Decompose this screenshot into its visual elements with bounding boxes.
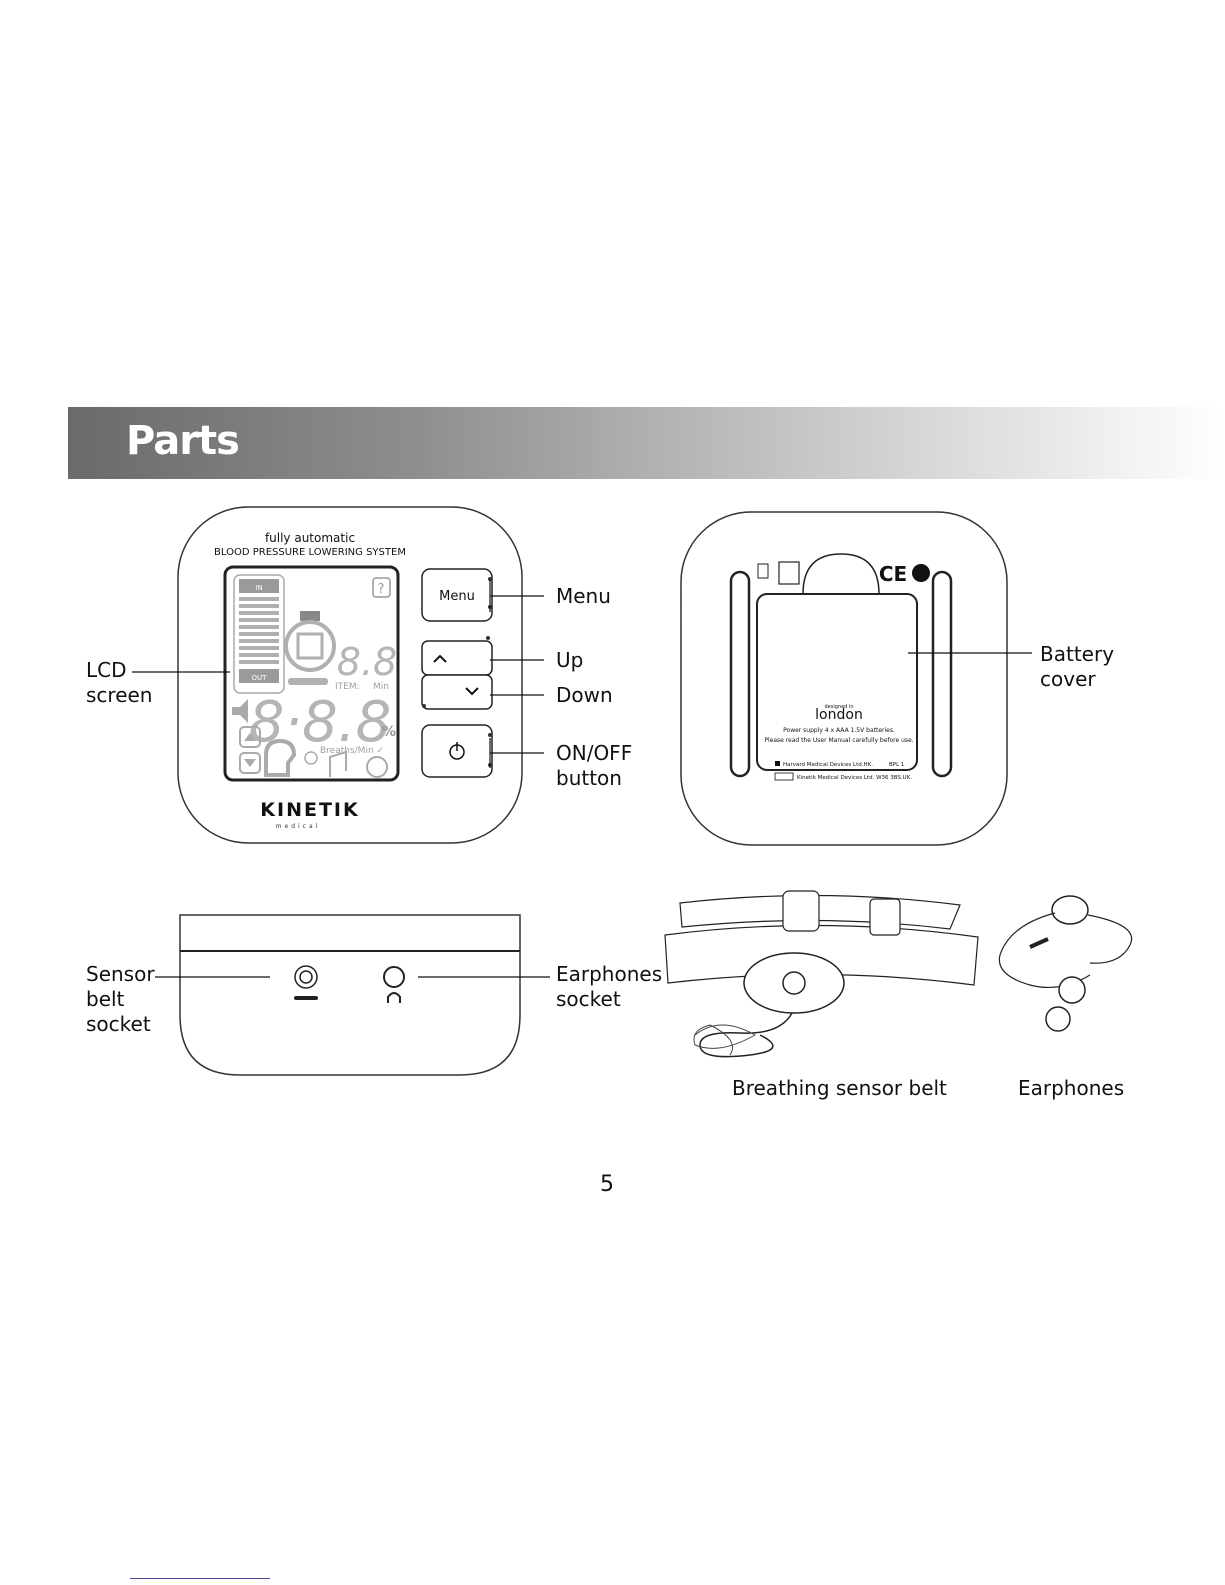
- earbud-2: [1045, 1006, 1071, 1032]
- manual-icon: [912, 564, 930, 582]
- lcd-breaths-label: Breaths/Min ✓: [320, 746, 384, 756]
- breath-gauge-segments: [239, 597, 279, 664]
- kinetik-person-icon: [782, 971, 806, 995]
- audio-plug: [1029, 937, 1049, 949]
- back-right-rail: [931, 570, 953, 778]
- callout-up: Up: [556, 648, 584, 672]
- ec-rep-icon: [774, 772, 794, 781]
- earbud-1: [1058, 976, 1086, 1004]
- back-left-rail: [729, 570, 751, 778]
- model-label: BPL 1: [889, 762, 904, 768]
- manufacturer-icon: [775, 761, 780, 766]
- brand-sub: medical: [276, 823, 321, 830]
- front-panel-illustration: fully automatic BLOOD PRESSURE LOWERING …: [177, 506, 523, 844]
- lcd-up-arrow-icon: [239, 726, 261, 748]
- svg-text:?: ?: [378, 582, 385, 597]
- caption-earphones: Earphones: [1018, 1076, 1125, 1100]
- head-icon: [264, 738, 297, 777]
- manufacturer-line: Harvard Medical Devices Ltd.HK.: [783, 762, 873, 768]
- headphone-symbol-icon: [387, 992, 401, 1003]
- rep-line: Kinetik Medical Devices Ltd. W36 3BS.UK.: [797, 775, 912, 781]
- belt-cable: [699, 1012, 793, 1058]
- callout-menu: Menu: [556, 584, 611, 608]
- breath-gauge-out-cap: [239, 669, 279, 683]
- battery-cover-tab: [802, 553, 880, 595]
- section-title: Parts: [126, 418, 240, 464]
- no-sign-icon: [304, 751, 318, 765]
- designed-in-label: designed in: [825, 704, 854, 710]
- lcd-item-label: ITEM:: [335, 682, 360, 692]
- section-header-band: [68, 407, 1225, 479]
- clock-icon: [366, 756, 388, 778]
- up-chevron-icon: [433, 654, 447, 663]
- bottom-callout-lines: [155, 976, 550, 978]
- battery-note-2: Please read the User Manual carefully be…: [764, 737, 913, 744]
- front-callout-lines: [132, 580, 544, 768]
- breathing-belt-illustration: [664, 890, 979, 1058]
- callout-down: Down: [556, 683, 613, 707]
- speaker-icon: [232, 699, 248, 723]
- footnote-rule: [130, 1578, 270, 1579]
- earphone-socket-icon: [383, 966, 405, 988]
- down-button-shape: [421, 674, 493, 710]
- front-subtitle-2: BLOOD PRESSURE LOWERING SYSTEM: [214, 547, 406, 558]
- lcd-percent: %: [382, 724, 396, 740]
- battery-icon: [300, 611, 320, 621]
- lcd-out-label: OUT: [252, 674, 268, 682]
- ce-mark: CE: [879, 562, 907, 586]
- brand-logo: KINETIK: [260, 799, 359, 821]
- weee-bin-icon: [757, 563, 769, 579]
- battery-cover-shape: [756, 593, 918, 771]
- caption-breathing-belt: Breathing sensor belt: [732, 1076, 947, 1100]
- front-subtitle-1: fully automatic: [265, 531, 355, 545]
- earphones-illustration: [998, 895, 1133, 1032]
- music-note-icon: [329, 750, 347, 777]
- menu-button-shape: [421, 568, 493, 622]
- down-chevron-icon: [465, 687, 479, 696]
- breath-gauge-in-cap: [239, 579, 279, 593]
- sensor-icon: [288, 678, 328, 685]
- battery-callout-line: [908, 652, 1032, 654]
- back-panel-illustration: CE designed in london Power supply 4 x A…: [680, 511, 1008, 846]
- breath-wheel-icon: [284, 620, 336, 672]
- lcd-down-arrow-icon: [239, 752, 261, 774]
- lcd-in-label: IN: [255, 584, 262, 592]
- menu-button-label: Menu: [439, 589, 475, 604]
- london-label: london: [815, 707, 863, 723]
- bf-type-icon: [778, 561, 800, 585]
- lcd-min-label: Min: [373, 682, 389, 692]
- battery-note-1: Power supply 4 x AAA 1.5V batteries.: [783, 727, 895, 734]
- lcd-small-digits: 8.8: [337, 640, 397, 684]
- bottom-view-illustration: [179, 914, 521, 1076]
- page-number: 5: [600, 1172, 614, 1197]
- belt-buckle: [782, 890, 820, 932]
- cord-winder: [1051, 895, 1089, 925]
- sensor-belt-symbol-icon: [294, 996, 318, 1000]
- help-icon: [372, 577, 391, 598]
